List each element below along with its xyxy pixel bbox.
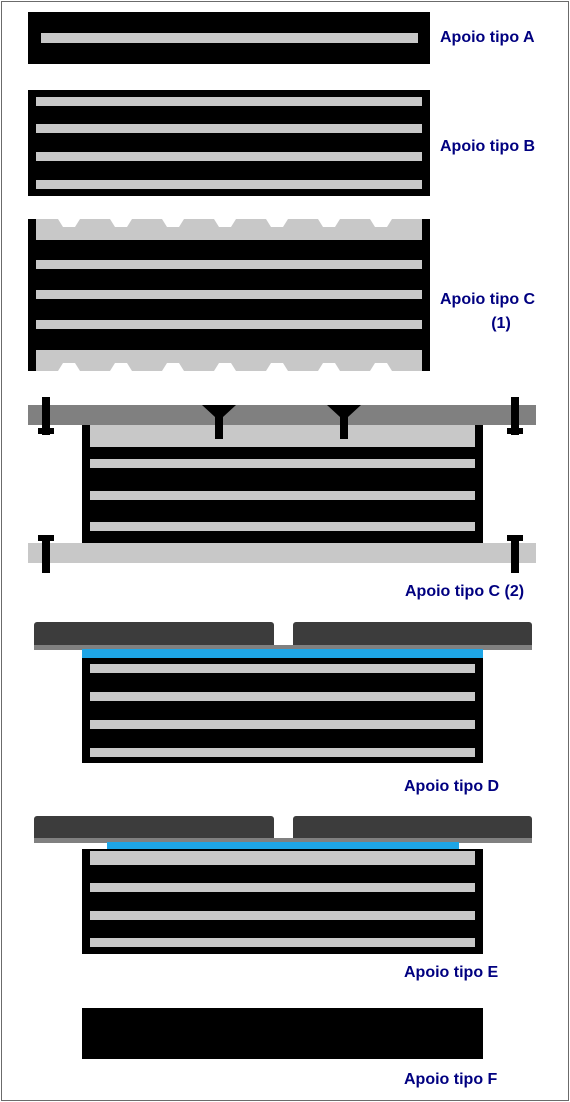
ptfe-sheet bbox=[82, 649, 483, 658]
bearing-type-b bbox=[28, 90, 430, 196]
anchor-bolt-top-right bbox=[507, 397, 523, 435]
label-type-c1-line2: (1) bbox=[491, 315, 511, 332]
top-steel-plate bbox=[90, 851, 475, 865]
label-type-c2: Apoio tipo C (2) bbox=[405, 583, 525, 600]
label-type-c1-line1: Apoio tipo C bbox=[440, 291, 536, 308]
steel-plate bbox=[36, 290, 422, 299]
bottom-plate-notches bbox=[58, 363, 392, 371]
label-type-e: Apoio tipo E bbox=[404, 964, 499, 981]
steel-plate bbox=[90, 664, 475, 673]
elastomer-block bbox=[28, 90, 430, 196]
slide-plate-right bbox=[293, 622, 532, 648]
steel-plate bbox=[36, 260, 422, 269]
steel-plate bbox=[90, 748, 475, 757]
ptfe-sheet bbox=[107, 842, 459, 851]
anchor-bolt-top-left bbox=[38, 397, 54, 435]
elastomer-block bbox=[82, 1008, 483, 1059]
bottom-anchor-plate bbox=[28, 543, 536, 563]
anchor-bolt-bottom-right bbox=[507, 535, 523, 573]
bearing-type-e bbox=[34, 816, 532, 954]
steel-plate bbox=[90, 692, 475, 701]
bearing-type-c2 bbox=[28, 397, 536, 573]
bearing-type-f bbox=[82, 1008, 483, 1059]
top-steel-plate bbox=[90, 425, 475, 447]
label-type-d: Apoio tipo D bbox=[404, 778, 500, 795]
elastomer-block bbox=[82, 849, 483, 954]
slide-plate-underside bbox=[34, 645, 532, 650]
steel-plate bbox=[36, 152, 422, 161]
slide-plate-left bbox=[34, 816, 274, 841]
steel-plate bbox=[36, 97, 422, 106]
label-type-a: Apoio tipo A bbox=[440, 29, 535, 46]
bearing-type-c1 bbox=[28, 219, 430, 371]
steel-plate bbox=[90, 883, 475, 892]
steel-plate bbox=[90, 911, 475, 920]
steel-plate bbox=[90, 522, 475, 531]
steel-plate bbox=[90, 459, 475, 468]
steel-plate bbox=[90, 938, 475, 947]
label-type-f: Apoio tipo F bbox=[404, 1071, 498, 1088]
anchor-bolt-center-right bbox=[327, 405, 361, 439]
slide-plate-right bbox=[293, 816, 532, 841]
steel-plate bbox=[36, 320, 422, 329]
steel-plate bbox=[36, 180, 422, 189]
label-type-b: Apoio tipo B bbox=[440, 138, 536, 155]
steel-plate bbox=[90, 491, 475, 500]
top-anchor-plate bbox=[28, 405, 536, 425]
anchor-bolt-center-left bbox=[202, 405, 236, 439]
steel-plate bbox=[90, 720, 475, 729]
steel-plate bbox=[41, 33, 418, 43]
steel-plate bbox=[36, 124, 422, 133]
bearing-type-d bbox=[34, 622, 532, 763]
slide-plate-underside bbox=[34, 838, 532, 843]
slide-plate-left bbox=[34, 622, 274, 648]
elastomer-block bbox=[82, 658, 483, 763]
top-plate-notches bbox=[58, 219, 392, 227]
anchor-bolt-bottom-left bbox=[38, 535, 54, 573]
bearing-type-a bbox=[28, 12, 430, 64]
